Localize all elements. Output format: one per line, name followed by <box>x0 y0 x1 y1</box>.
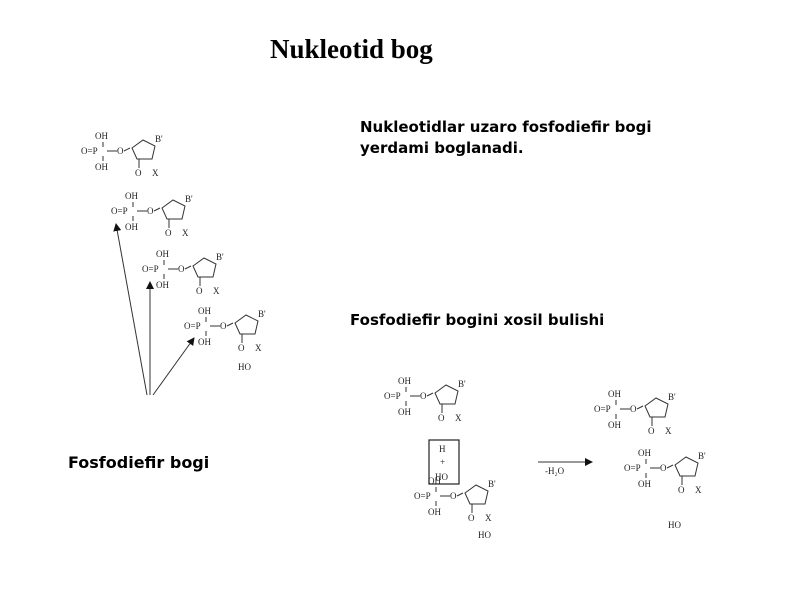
svg-text:HO: HO <box>238 362 251 372</box>
description-text: Nukleotidlar uzaro fosfodiefir bogi yerd… <box>360 118 652 157</box>
nucleotide-1 <box>80 130 164 179</box>
svg-text:HO: HO <box>668 520 681 530</box>
nucleotide-3 <box>141 248 225 297</box>
product-nucleotide-2 <box>623 447 707 496</box>
svg-text:HO: HO <box>435 472 448 482</box>
product-nucleotide-1 <box>593 388 677 437</box>
arrow-3 <box>152 337 195 396</box>
reactant-nucleotide-2 <box>413 475 497 524</box>
page-title: Nukleotid bog <box>270 34 433 64</box>
water-elimination-box <box>428 439 460 485</box>
reactant-nucleotide-1 <box>383 375 467 424</box>
arrow-1 <box>113 223 148 396</box>
svg-text:H: H <box>439 444 446 454</box>
svg-text:HO: HO <box>478 530 491 540</box>
nucleotide-2 <box>110 190 194 239</box>
nucleotide-4 <box>183 305 267 354</box>
reaction-subheading: Fosfodiefir bogini xosil bulishi <box>350 311 605 329</box>
svg-text:+: + <box>440 457 445 467</box>
reaction-arrow-label: -H₂O <box>545 466 565 476</box>
bond-label: Fosfodiefir bogi <box>68 453 210 472</box>
